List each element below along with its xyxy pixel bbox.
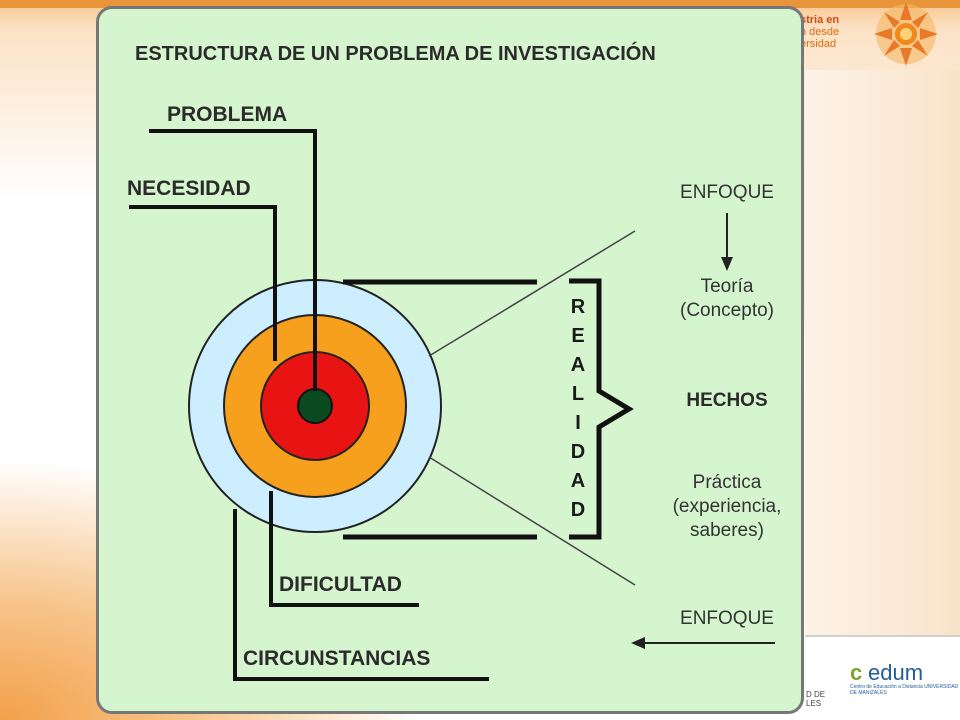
dificultad-leader-line [269, 491, 419, 607]
realidad-letter: D [570, 441, 586, 463]
diagram-title: ESTRUCTURA DE UN PROBLEMA DE INVESTIGACI… [135, 43, 656, 65]
realidad-vertical-label: R E A L I D A D [565, 293, 591, 525]
enfoque-bottom-label: ENFOQUE [680, 608, 774, 629]
core-problema [297, 388, 333, 424]
saberes-label: saberes) [690, 520, 764, 541]
header-logo-line-3: ersidad [800, 38, 837, 50]
cedum-logo-c: c [850, 660, 863, 685]
label-dificultad: DIFICULTAD [279, 573, 402, 596]
label-problema: PROBLEMA [167, 103, 288, 126]
sun-logo-icon [874, 2, 938, 66]
realidad-letter: I [575, 412, 581, 434]
realidad-letter: L [571, 383, 585, 405]
cedum-logo: c edum Centro de Educación a Distancia U… [846, 656, 958, 696]
research-problem-diagram: ESTRUCTURA DE UN PROBLEMA DE INVESTIGACI… [96, 6, 804, 714]
realidad-letter: D [570, 499, 586, 521]
footer-text-line-2: LES [806, 699, 822, 708]
enfoque-top-label: ENFOQUE [680, 182, 774, 203]
problema-leader-line [149, 129, 317, 391]
necesidad-leader-line [129, 205, 277, 361]
header-logo-text: stria en n desde ersidad [800, 14, 870, 50]
practica-block: Práctica (experiencia, saberes) [662, 471, 792, 543]
hechos-label: HECHOS [686, 390, 768, 411]
realidad-letter: A [570, 470, 586, 492]
enfoque-down-arrow-head [721, 257, 733, 271]
realidad-letter: E [571, 325, 585, 347]
footer-text-line-1: D DE [806, 690, 826, 699]
practica-label: Práctica [692, 472, 762, 493]
experiencia-label: (experiencia, [672, 496, 782, 517]
cedum-logo-word: edum [868, 660, 924, 685]
realidad-brace [569, 278, 634, 540]
upper-diagonal-line [428, 230, 636, 357]
footer-university-text: D DE LES [806, 690, 825, 708]
label-circunstancias: CIRCUNSTANCIAS [243, 647, 431, 670]
right-decorative-panel [805, 70, 960, 637]
teoria-block: Teoría (Concepto) [662, 275, 792, 323]
header-logo-line-1: stria en [800, 14, 840, 26]
teoria-label: Teoría [700, 276, 754, 297]
header-logo-line-2: n desde [800, 26, 840, 38]
lower-diagonal-line [428, 456, 636, 586]
diagram-graphics [129, 129, 775, 681]
enfoque-left-arrow-head [631, 637, 645, 649]
cedum-logo-subtitle: Centro de Educación a Distancia UNIVERSI… [850, 684, 959, 696]
concepto-label: (Concepto) [680, 300, 774, 321]
realidad-letter: A [570, 354, 586, 376]
top-accent-band [0, 0, 960, 8]
circunstancias-leader-line [233, 509, 489, 681]
realidad-letter: R [570, 296, 586, 318]
label-necesidad: NECESIDAD [127, 177, 251, 200]
